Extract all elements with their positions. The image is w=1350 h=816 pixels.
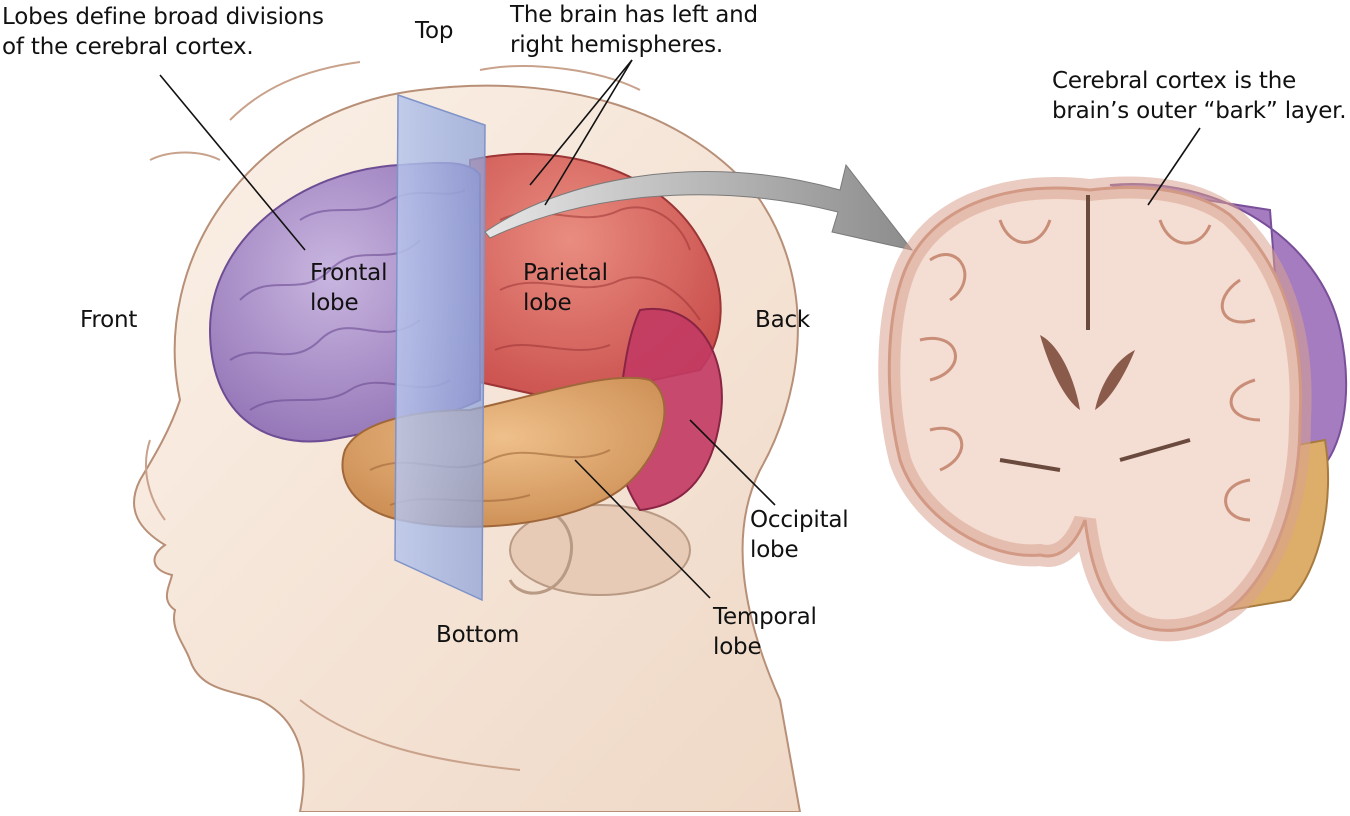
cortex-line2: brain’s outer “bark” layer. xyxy=(1052,98,1347,124)
label-back: Back xyxy=(755,307,811,333)
frontal-lobe-label: Frontal lobe xyxy=(310,258,387,318)
lobes-callout-line1: Lobes define broad divisions xyxy=(2,4,324,30)
lobes-callout: Lobes define broad divisions of the cere… xyxy=(2,2,324,62)
label-top: Top xyxy=(415,18,454,44)
left-sylvian xyxy=(999,458,1061,472)
right-sylvian xyxy=(1119,438,1191,462)
ventricle-left xyxy=(1040,335,1080,410)
hemispheres-line1: The brain has left and xyxy=(510,2,758,28)
temporal-line2: lobe xyxy=(713,634,762,660)
ventricle-right xyxy=(1095,350,1135,410)
cortex-line1: Cerebral cortex is the xyxy=(1052,68,1297,94)
occipital-line1: Occipital xyxy=(750,507,849,533)
frontal-line1: Frontal xyxy=(310,260,388,286)
label-front: Front xyxy=(80,307,138,333)
parietal-line2: lobe xyxy=(523,290,572,316)
leader-occipital xyxy=(689,419,776,506)
curved-arrow xyxy=(484,163,914,251)
label-bottom: Bottom xyxy=(436,622,520,648)
leader-hemisphere-2 xyxy=(544,59,633,206)
leader-cortex xyxy=(1147,127,1201,206)
cortex-callout: Cerebral cortex is the brain’s outer “ba… xyxy=(1052,66,1347,126)
parietal-line1: Parietal xyxy=(523,260,608,286)
leader-temporal xyxy=(574,459,711,599)
occipital-line2: lobe xyxy=(750,537,799,563)
occipital-lobe-label: Occipital lobe xyxy=(750,505,849,565)
coronal-section xyxy=(878,176,1348,642)
temporal-lobe-label: Temporal lobe xyxy=(713,602,817,662)
section-plane xyxy=(394,93,486,602)
ear-cerebellum xyxy=(499,504,691,596)
leader-lobes xyxy=(159,74,306,251)
leader-hemisphere-1 xyxy=(529,59,633,186)
parietal-lobe-label: Parietal lobe xyxy=(523,258,608,318)
hemispheres-line2: right hemispheres. xyxy=(510,32,723,58)
temporal-line1: Temporal xyxy=(713,604,817,630)
section-gray-matter xyxy=(878,176,1312,642)
lobes-callout-line2: of the cerebral cortex. xyxy=(2,34,254,60)
leader-lines xyxy=(159,59,1201,599)
section-folds xyxy=(919,219,1261,522)
hemispheres-callout: The brain has left and right hemispheres… xyxy=(510,0,758,60)
frontal-line2: lobe xyxy=(310,290,359,316)
